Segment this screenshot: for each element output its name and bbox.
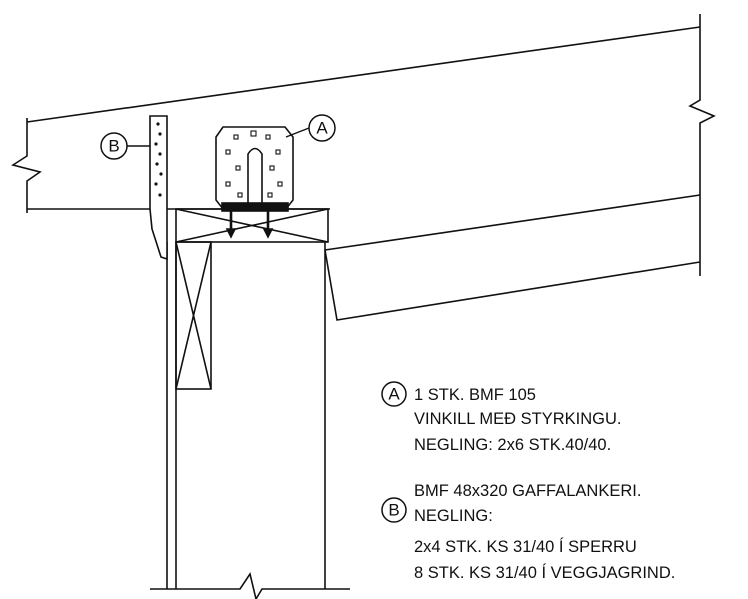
nail-left-tip xyxy=(225,228,237,239)
nail-hole xyxy=(156,122,160,126)
legend-a-line-3: NEGLING: 2x6 STK.40/40. xyxy=(414,436,611,454)
nail-hole xyxy=(265,134,271,140)
nail-hole xyxy=(155,162,159,166)
legend-b-letter: B xyxy=(388,501,399,520)
rafter-break-right xyxy=(688,14,716,276)
callout-a-circle xyxy=(308,114,336,142)
nail-hole xyxy=(158,152,162,156)
legend-a-line-2: VINKILL MEÐ STYRKINGU. xyxy=(414,410,622,428)
nail-hole xyxy=(154,142,158,146)
nail-hole xyxy=(267,192,273,198)
nail-hole xyxy=(159,172,163,176)
callout-b-letter: B xyxy=(108,137,119,156)
callout-a-leader xyxy=(285,127,310,138)
nail-hole xyxy=(225,149,231,155)
rafter-end-cut xyxy=(324,249,701,321)
fork-anchor-b xyxy=(149,115,168,261)
rafter-break-left xyxy=(11,118,42,213)
nail-right-tip xyxy=(262,228,274,239)
nail-hole xyxy=(269,165,275,171)
callout-b-circle xyxy=(100,132,128,160)
callout-a-letter: A xyxy=(316,119,328,138)
legend-b-line-3: 2x4 STK. KS 31/40 Í SPERRU xyxy=(414,537,637,556)
legend-a-letter: A xyxy=(388,385,400,404)
nail-hole xyxy=(277,181,283,187)
legend-b-circle xyxy=(381,497,407,523)
wall-frame xyxy=(150,208,350,599)
nail-hole xyxy=(235,165,241,171)
bracket-plate xyxy=(215,126,294,210)
callout-b: B xyxy=(100,132,150,160)
header-cross-2 xyxy=(175,241,212,390)
legend-b-line-2: NEGLING: xyxy=(414,507,493,525)
nail-hole xyxy=(250,130,257,137)
nail-hole xyxy=(158,193,162,197)
nail-hole xyxy=(225,181,231,187)
legend-b-line-4: 8 STK. KS 31/40 Í VEGGJAGRIND. xyxy=(414,563,675,582)
callout-a: A xyxy=(285,114,336,142)
top-plate-cross-2 xyxy=(175,208,329,243)
legend-a-line-1: 1 STK. BMF 105 xyxy=(414,386,536,404)
legend-a: A 1 STK. BMF 105 VINKILL MEÐ STYRKINGU. … xyxy=(381,381,622,454)
legend-b-line-1: BMF 48x320 GAFFALANKERI. xyxy=(414,482,641,500)
angle-bracket-a xyxy=(215,126,294,239)
nail-hole xyxy=(154,182,158,186)
bracket-base xyxy=(221,202,289,212)
fork-anchor-plate xyxy=(149,115,168,261)
nail-hole xyxy=(237,192,243,198)
legend-a-circle xyxy=(381,381,407,407)
nail-hole xyxy=(158,132,162,136)
rafter xyxy=(11,14,716,321)
bracket-stiffener xyxy=(247,147,263,205)
rafter-underside-right xyxy=(324,194,701,251)
rafter-top-edge xyxy=(26,26,701,123)
legend-b: B BMF 48x320 GAFFALANKERI. NEGLING: 2x4 … xyxy=(381,482,675,582)
header-block xyxy=(175,241,212,390)
wall-break-bottom xyxy=(150,572,350,599)
nail-hole xyxy=(233,134,239,140)
nail-hole xyxy=(275,149,281,155)
